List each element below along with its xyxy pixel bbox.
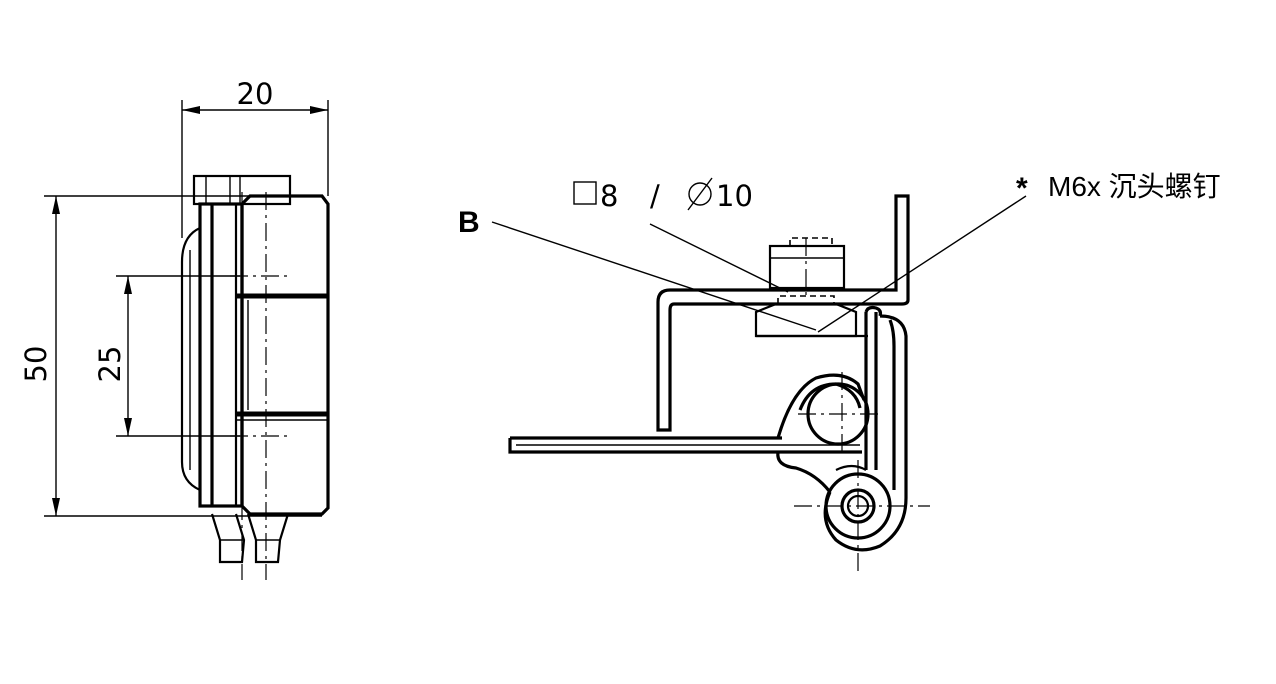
screw-label: M6x 沉头螺钉 [1048,171,1221,202]
asterisk-mark: * [1016,172,1028,205]
size-diameter-value: 10 [716,179,753,213]
hinge-side-view [508,194,930,576]
pitch-label: 25 [93,346,127,383]
size-separator: / [650,179,660,213]
size-callout: 8 / 10 [573,177,753,213]
height-label: 50 [19,346,53,383]
diameter-symbol-icon [687,177,713,211]
dimension-height: 50 [19,195,322,517]
dimension-width: 20 [181,77,329,238]
size-square-value: 8 [600,179,618,213]
square-symbol-icon [573,181,597,205]
hinge-front-view [180,174,330,580]
width-label: 20 [237,77,274,111]
leader-lines [491,195,1027,333]
dimension-pitch: 25 [93,275,240,437]
label-b: B [458,206,480,239]
